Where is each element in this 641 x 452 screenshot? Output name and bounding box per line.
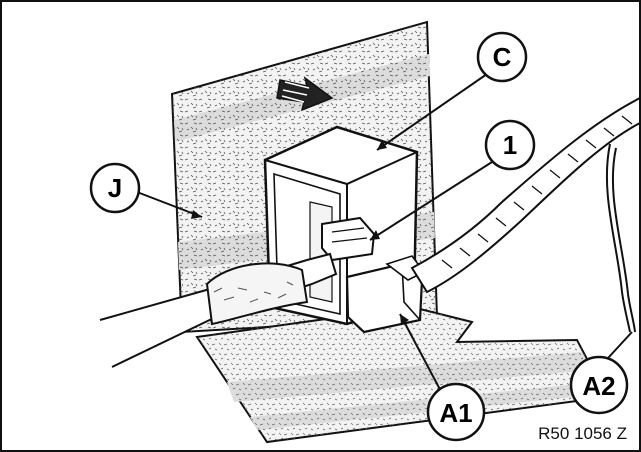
leader-1: [369, 161, 493, 241]
leader-lines: [136, 73, 633, 398]
callout-a1: A1: [426, 382, 486, 442]
plug-1: [321, 216, 376, 262]
left-cable: [99, 252, 338, 368]
callout-1-label: 1: [503, 130, 517, 160]
callout-a2-label: A2: [582, 371, 615, 401]
callout-c-label: C: [493, 42, 512, 72]
callout-a1-label: A1: [439, 398, 472, 428]
direction-arrow: [276, 76, 334, 112]
wire-a2: [605, 143, 636, 333]
callout-a2: A2: [569, 355, 629, 415]
leader-j: [136, 191, 203, 218]
leader-c: [376, 73, 488, 151]
right-cable: [410, 97, 639, 294]
callout-1: 1: [484, 119, 536, 171]
callout-j-label: J: [108, 173, 122, 203]
floor-panel: [195, 305, 609, 444]
callout-c: C: [476, 31, 528, 83]
callout-j: J: [89, 162, 141, 214]
leader-a1: [399, 313, 445, 398]
reference-code: R50 1056 Z: [538, 424, 627, 443]
